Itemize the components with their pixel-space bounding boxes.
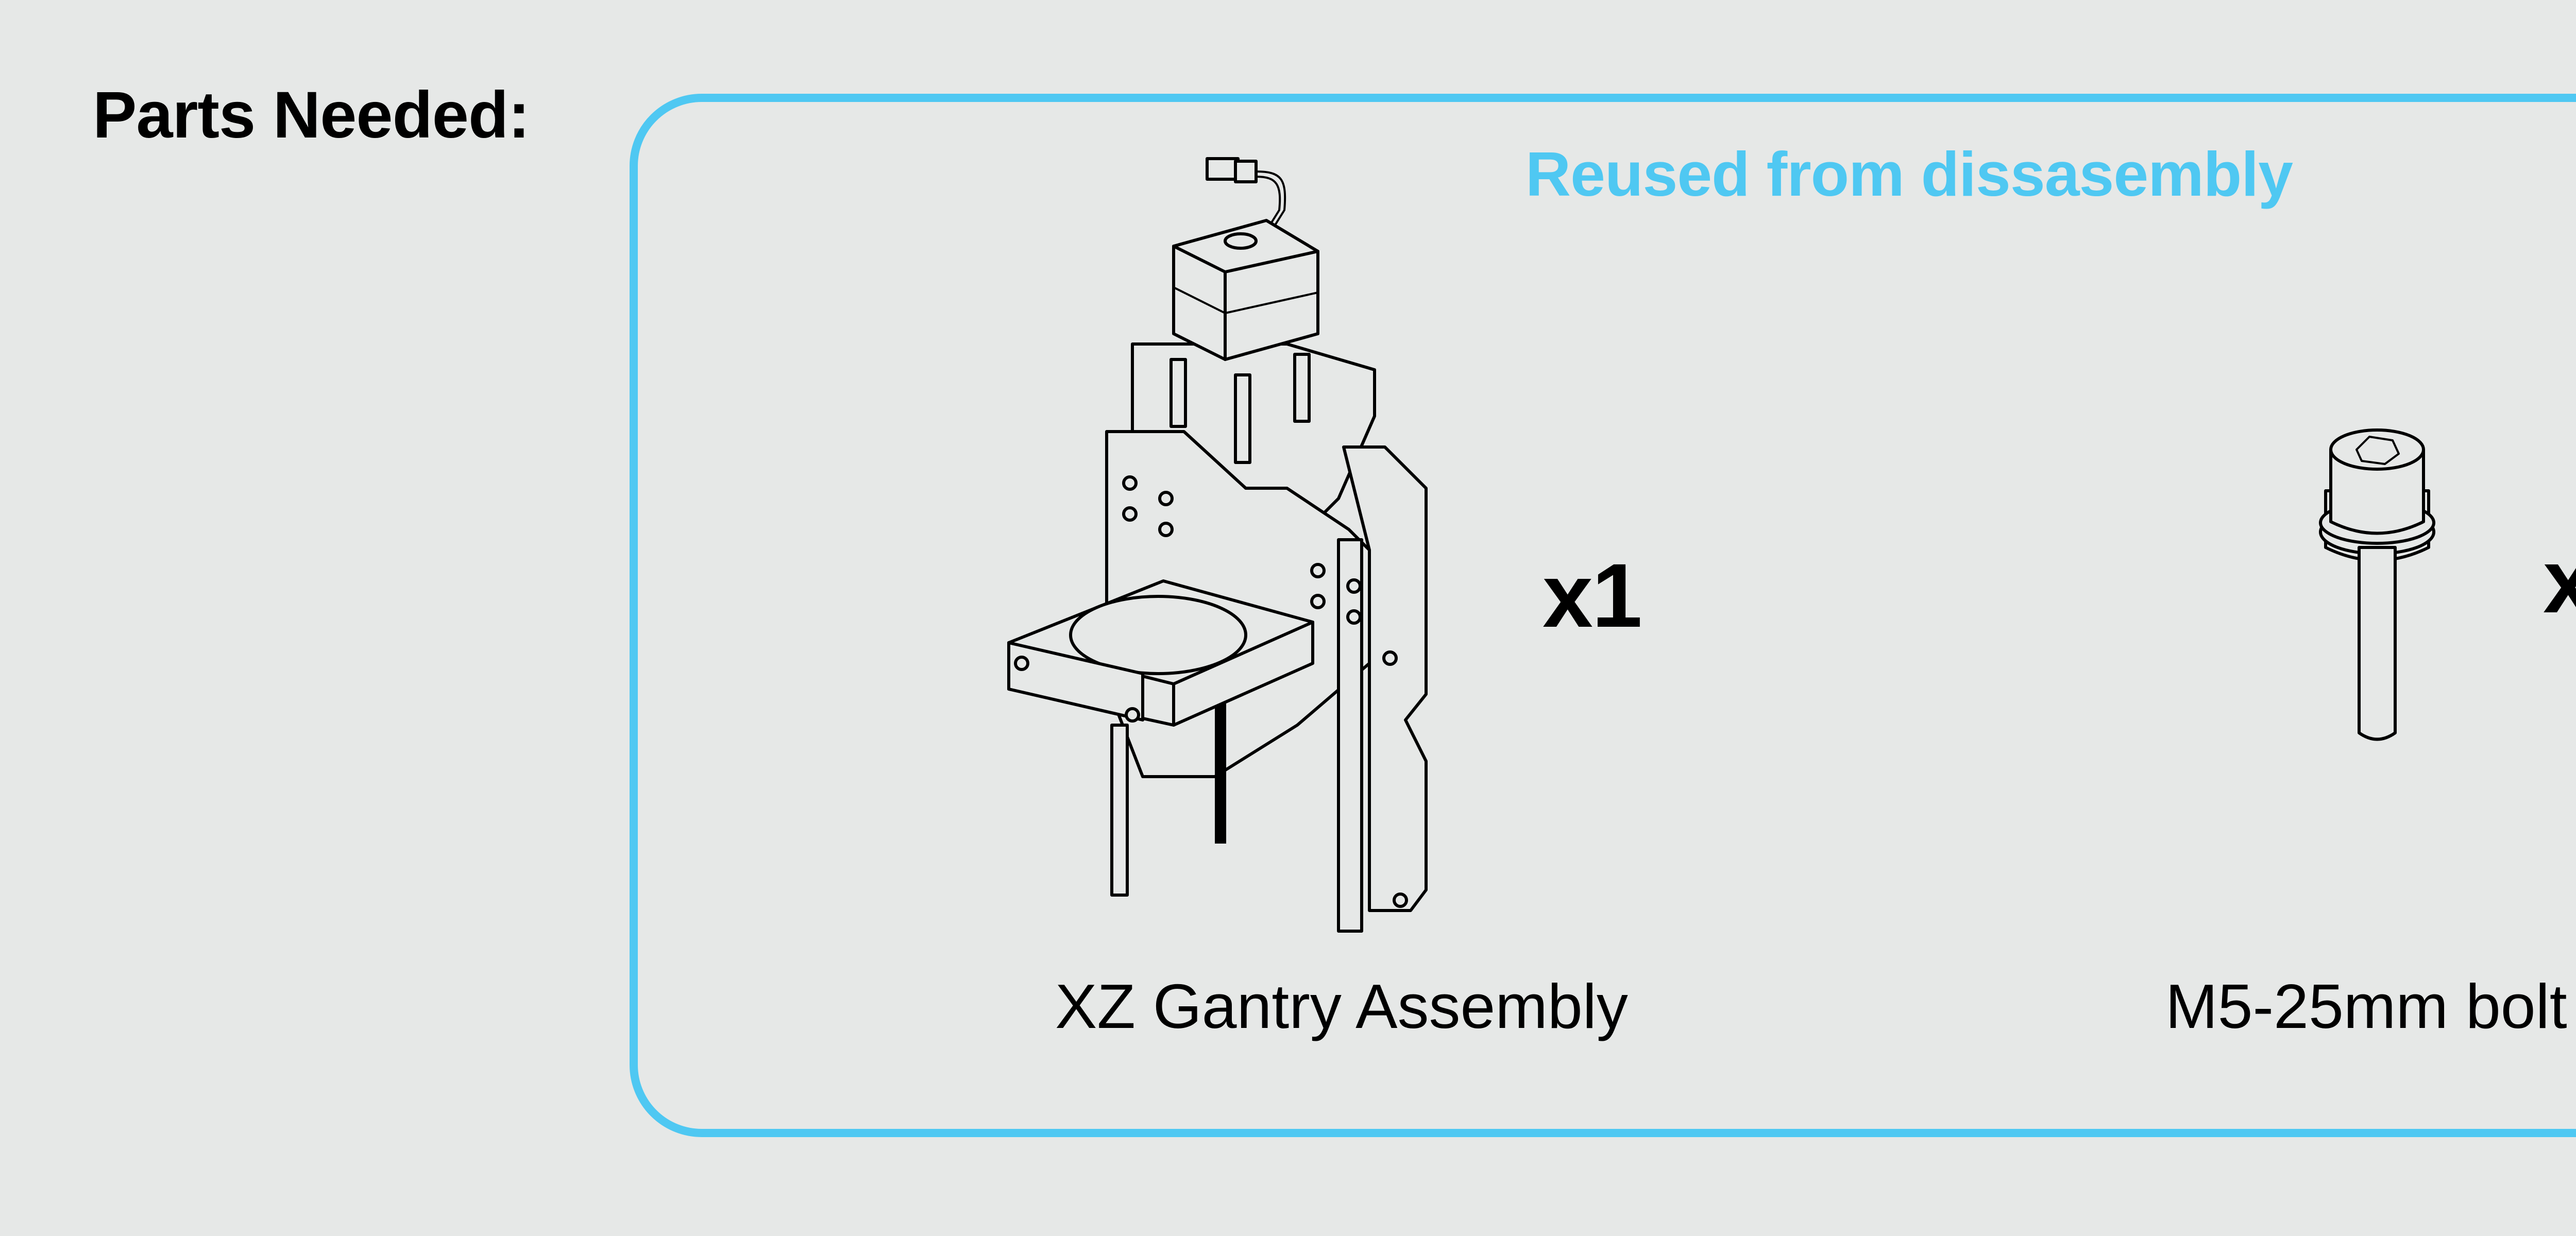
plate-bolts (1014, 475, 1408, 908)
xz-gantry-assembly-drawing (1007, 157, 1428, 933)
linear-rail (1337, 538, 1363, 933)
socket-head-bolt-drawing (2319, 428, 2435, 741)
quantity-m5-bolt: x8 (2543, 531, 2576, 632)
side-plate (1342, 445, 1428, 912)
label-m5-bolt: M5-25mm bolt (2165, 971, 2567, 1041)
motor-connector-icon (1206, 157, 1286, 232)
spindle-mount (1007, 579, 1314, 727)
stepper-motor (1172, 219, 1319, 361)
lead-screw (1215, 694, 1226, 844)
quantity-xz-gantry: x1 (1543, 545, 1642, 646)
parts-needed-title: Parts Needed: (93, 78, 530, 152)
label-xz-gantry: XZ Gantry Assembly (1055, 971, 1628, 1041)
reused-heading: Reused from dissasembly (1525, 139, 2293, 209)
reused-parts-box: Reused from dissasembly (630, 94, 2576, 1137)
